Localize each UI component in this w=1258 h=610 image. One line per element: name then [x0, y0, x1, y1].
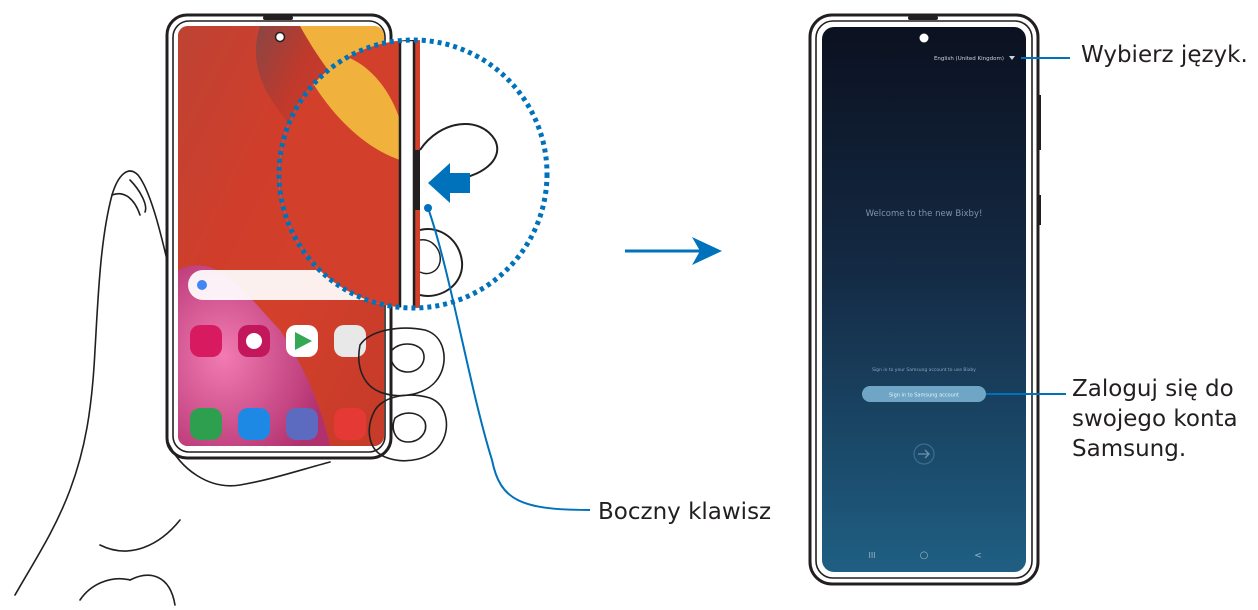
next-button[interactable]	[913, 443, 935, 465]
sign-in-callout-line-3: Samsung.	[1072, 436, 1187, 462]
phone-app-icon[interactable]	[190, 408, 222, 440]
press-arrow-icon	[428, 163, 470, 203]
nav-back-button[interactable]: <	[974, 551, 982, 561]
chevron-down-icon	[1009, 56, 1015, 60]
galaxy-store-icon[interactable]	[190, 325, 222, 357]
sign-in-callout-line-2: swojego konta	[1072, 406, 1238, 432]
internet-app-icon[interactable]	[286, 408, 318, 440]
choose-language-callout: Wybierz język.	[1081, 42, 1248, 68]
sign-in-button-label: Sign in to Samsung account	[889, 393, 959, 399]
camera-app-icon[interactable]	[334, 408, 366, 440]
google-folder-icon[interactable]	[334, 325, 366, 357]
welcome-text: Welcome to the new Bixby!	[866, 209, 983, 219]
arrow-right-icon	[625, 237, 722, 265]
google-icon	[197, 280, 207, 290]
sign-in-callout: Zaloguj się do swojego konta Samsung.	[1072, 374, 1238, 464]
app-row-2	[190, 408, 366, 440]
side-key-callout: Boczny klawisz	[598, 499, 772, 525]
language-selector[interactable]: English (United Kingdom)	[934, 56, 1004, 62]
right-phone: English (United Kingdom) Welcome to the …	[808, 13, 1041, 586]
app-row-1	[190, 325, 366, 357]
sign-in-hint: Sign in to your Samsung account to use B…	[872, 367, 976, 373]
zoom-circle-outline	[276, 37, 550, 311]
sign-in-button[interactable]	[862, 386, 986, 402]
bixby-screen: English (United Kingdom) Welcome to the …	[822, 27, 1026, 572]
nav-home-button[interactable]: ○	[920, 550, 929, 561]
messages-app-icon[interactable]	[238, 408, 270, 440]
arrow-right-small-icon	[918, 449, 930, 459]
zoom-magnifier	[276, 37, 550, 311]
nav-recents-button[interactable]: III	[868, 551, 875, 560]
sign-in-callout-line-1: Zaloguj się do	[1072, 376, 1234, 402]
side-key-leader-line	[427, 207, 591, 511]
